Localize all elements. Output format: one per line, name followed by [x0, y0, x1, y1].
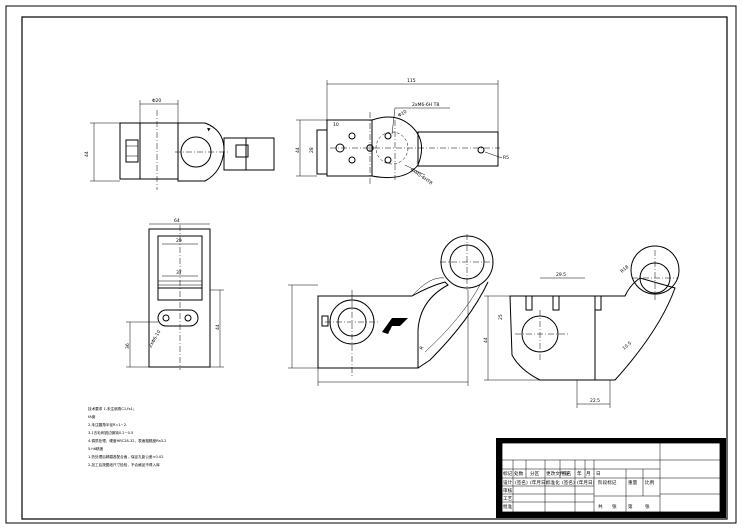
- notes-title: 技术要求 1.未注倒角C1,fx1；: [88, 406, 137, 411]
- section-bottom-dim: 22.5: [590, 398, 600, 404]
- section-height-dim: 44: [483, 337, 489, 343]
- tb-hdr-sign: 签名: [562, 470, 571, 477]
- front-view: Φ20 44 ▼: [84, 98, 275, 190]
- tb-hdr-count: 处数: [514, 470, 524, 477]
- tb-total: 共: [598, 503, 603, 510]
- tb-std-sign: (签名): [562, 479, 575, 486]
- side-top-dim: 64: [174, 218, 180, 224]
- tb-scale-label: 比例: [645, 479, 655, 486]
- tb-page: 第: [628, 503, 633, 510]
- title-block: 标记 处数 分区 更改文件号 签名 年 月 日 设计 (签名) (年月日) 标准…: [496, 438, 726, 518]
- tb-hdr-day: 日: [596, 471, 601, 477]
- section-top-dim: 29.5: [556, 272, 566, 278]
- tb-design-date: (年月日): [530, 479, 548, 486]
- side-mid-dim: 37: [176, 270, 182, 276]
- top-hole-dim: Φ10: [397, 109, 408, 119]
- profile-view: R: [288, 234, 495, 386]
- tb-process-label: 工艺: [503, 496, 513, 502]
- notes-line-1: fA倒: [88, 414, 96, 419]
- notes-line-2: 2.未注圆角半径R=1~2.: [88, 422, 127, 427]
- notes-line-4: 4.调质处理，硬度HRC28-32，表面粗糙度Ra3.2: [88, 438, 166, 443]
- tb-sheets-2: 张: [645, 503, 650, 510]
- tb-std-label: 标准化: [546, 479, 560, 486]
- notes-line-3: 3.1去毛刺锐边倒钝0.2~0.5: [88, 430, 133, 435]
- notes-line-7: 2.加工后按图纸尺寸检验，不合格品不得入库: [88, 462, 160, 467]
- technical-notes: 技术要求 1.未注倒角C1,fx1； fA倒 2.未注圆角半径R=1~2. 3.…: [88, 406, 166, 467]
- front-height-dim: 44: [84, 151, 90, 157]
- tb-std-date: (年月日): [577, 479, 595, 486]
- tb-hdr-doc: 更改文件号: [546, 470, 569, 477]
- notes-line-6: 1.热处理后精磨各配合面，保证孔距公差±0.02: [88, 454, 164, 459]
- notes-line-5: 5.h6精度: [88, 446, 104, 451]
- section-left-dim: 25: [498, 314, 504, 320]
- tb-approve-label: 批准: [503, 503, 513, 510]
- tb-hdr-zone: 分区: [530, 470, 540, 477]
- top-surface-mark: R5: [503, 155, 509, 161]
- svg-text:R: R: [419, 345, 426, 351]
- tb-review-label: 审核: [503, 487, 513, 494]
- section-view: 29.5 44 25 22.5 R18 10.5: [483, 245, 680, 408]
- top-inner-dim: 28: [309, 147, 315, 153]
- outer-border: [5, 5, 737, 524]
- tb-hdr-year: 年: [577, 470, 582, 477]
- front-angle-mark: ▼: [207, 128, 211, 133]
- inner-frame: [21, 16, 728, 520]
- top-length-dim: 115: [407, 78, 416, 84]
- top-left-dim: 10: [333, 122, 339, 128]
- front-width-dim: Φ20: [152, 98, 161, 104]
- tb-design-label: 设计: [503, 479, 513, 486]
- tb-stage-label: 阶段标记: [598, 479, 617, 486]
- top-view: 115 2xM6-6H T8 Φ10 4xM5-6HT8 R5 44 10 28: [295, 78, 509, 186]
- top-counterbore-dim: 4xM5-6HT8: [409, 167, 434, 187]
- section-small-dim: 10.5: [621, 340, 633, 351]
- top-thread-callout: 2xM6-6H T8: [412, 102, 439, 108]
- tb-design-sign: (签名): [515, 479, 528, 486]
- tb-hdr-mark: 标记: [503, 470, 513, 477]
- side-hole-callout: 2xΦ6-10: [148, 329, 163, 349]
- tb-hdr-month: 月: [586, 471, 591, 477]
- tb-weight-label: 重量: [628, 479, 638, 486]
- side-left-dim: 36: [125, 343, 131, 349]
- tb-sheets-1: 张: [612, 503, 617, 510]
- side-height-dim: 44: [215, 324, 221, 330]
- section-radius-dim: R18: [619, 264, 630, 274]
- side-view: 64 29 37 2xΦ6-10 44 36: [125, 218, 224, 370]
- side-slot-dim: 29: [176, 238, 182, 244]
- top-height-dim: 44: [295, 147, 301, 153]
